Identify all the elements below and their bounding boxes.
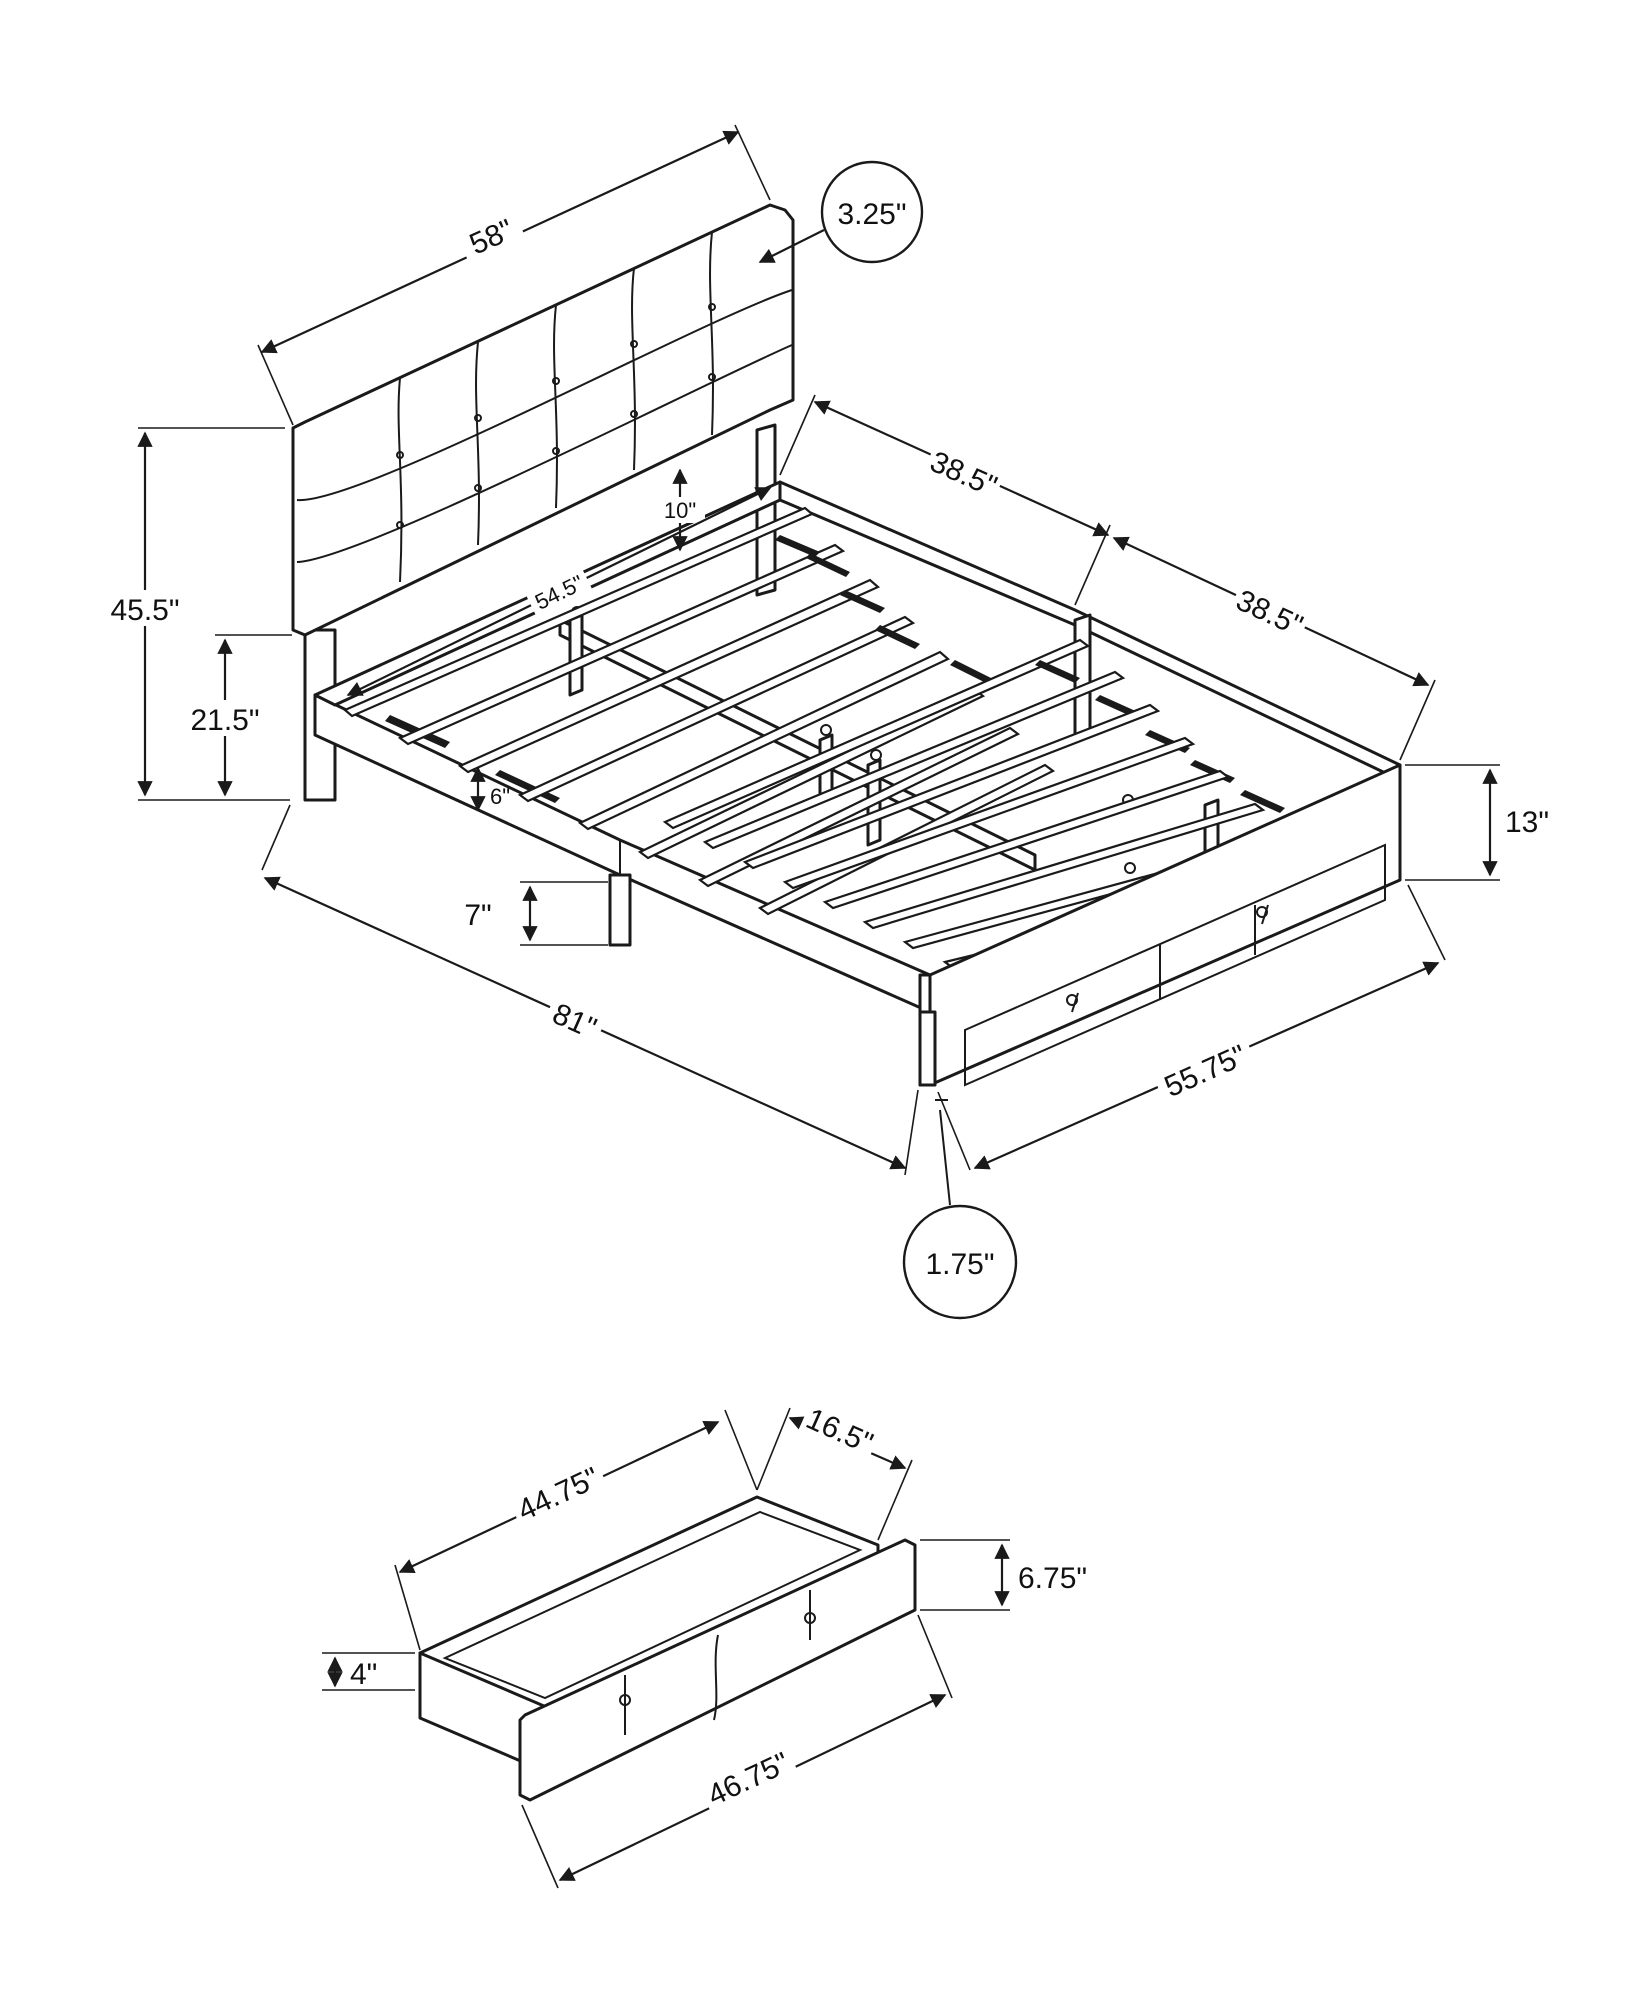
bed-illustration bbox=[291, 203, 1402, 1087]
label-rail-height: 6" bbox=[490, 784, 510, 809]
dim-overall-height: 45.5" bbox=[102, 427, 290, 801]
dim-drawer-side-height: 4" bbox=[322, 1652, 415, 1691]
headboard bbox=[291, 203, 795, 637]
dim-footboard-height: 13" bbox=[1405, 764, 1549, 881]
dim-leg-height: 7" bbox=[464, 881, 608, 946]
dim-leg-clearance: 21.5" bbox=[182, 634, 292, 797]
dim-overall-length: 81" bbox=[261, 804, 919, 1176]
dim-side-length-rear: 38.5" bbox=[779, 394, 1111, 606]
label-overall-height: 45.5" bbox=[110, 594, 179, 627]
label-leg-clearance: 21.5" bbox=[190, 704, 259, 737]
label-drawer-back-length: 44.75" bbox=[513, 1461, 605, 1527]
label-leg-width: 1.75" bbox=[925, 1248, 994, 1281]
label-headboard-thickness: 3.25" bbox=[837, 198, 906, 231]
label-leg-height: 7" bbox=[464, 899, 491, 932]
label-drawer-side-height: 4" bbox=[350, 1658, 377, 1691]
label-overall-width: 55.75" bbox=[1160, 1039, 1252, 1104]
dim-leg-width: 1.75" bbox=[902, 1099, 1018, 1320]
dim-side-length-front: 38.5" bbox=[1112, 536, 1436, 761]
label-drawer-front-length: 46.75" bbox=[703, 1746, 795, 1812]
dim-drawer-front-height: 6.75" bbox=[920, 1539, 1087, 1611]
dim-headboard-width: 58" bbox=[257, 124, 771, 426]
dim-headboard-thickness: 3.25" bbox=[758, 160, 924, 264]
label-headboard-gap: 10" bbox=[664, 498, 696, 523]
label-drawer-front-height: 6.75" bbox=[1018, 1562, 1087, 1595]
drawer-illustration bbox=[418, 1495, 917, 1802]
bed-dimensions: 58" 3.25" 45.5" 21.5" 10" bbox=[102, 124, 1549, 1320]
dim-rail-height: 6" bbox=[470, 766, 510, 812]
label-footboard-height: 13" bbox=[1505, 806, 1549, 839]
